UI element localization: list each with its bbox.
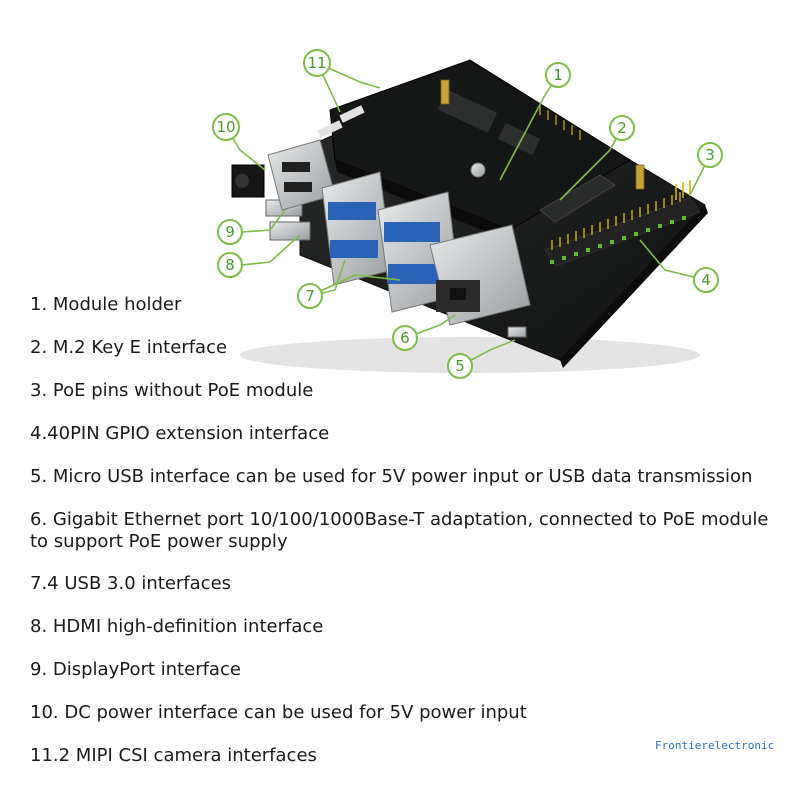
svg-text:7: 7 <box>305 287 315 305</box>
carrier-board-edge <box>560 205 708 368</box>
feature-item: 10. DC power interface can be used for 5… <box>30 702 527 723</box>
feature-item: 2. M.2 Key E interface <box>30 337 228 358</box>
feature-item: 8. HDMI high-definition interface <box>30 616 324 637</box>
feature-item: 1. Module holder <box>30 294 182 315</box>
svg-text:2: 2 <box>617 119 627 137</box>
callout-9: 9 <box>217 219 243 245</box>
callout-5: 5 <box>447 353 473 379</box>
svg-text:4: 4 <box>701 271 711 289</box>
svg-text:9: 9 <box>225 223 235 241</box>
feature-item: 3. PoE pins without PoE module <box>30 380 314 401</box>
callout-2: 2 <box>609 115 635 141</box>
callout-3: 3 <box>697 142 723 168</box>
feature-item: 6. Gigabit Ethernet port 10/100/1000Base… <box>30 509 769 552</box>
svg-text:6: 6 <box>400 329 410 347</box>
svg-text:5: 5 <box>455 357 465 375</box>
feature-item: 4.40PIN GPIO extension interface <box>30 423 330 444</box>
hdmi-connector <box>269 221 311 241</box>
csi-camera-connectors <box>317 105 365 138</box>
callout-6: 6 <box>392 325 418 351</box>
callout-markers: 1 2 3 4 5 6 7 8 <box>212 49 723 379</box>
mounting-screw <box>470 162 486 178</box>
leader-lines <box>225 62 711 367</box>
svg-text:10: 10 <box>216 118 235 136</box>
board-diagram: 1 2 3 4 5 6 7 8 <box>212 49 723 379</box>
gpio-header <box>544 192 701 267</box>
svg-text:11: 11 <box>307 54 326 72</box>
callout-7: 7 <box>297 283 323 309</box>
micro-usb-port <box>507 326 527 338</box>
feature-item: 7.4 USB 3.0 interfaces <box>30 573 232 594</box>
feature-item: 11.2 MIPI CSI camera interfaces <box>30 745 317 766</box>
watermark: Frontierelectronic <box>655 739 775 752</box>
board-shadow <box>240 337 700 373</box>
callout-4: 4 <box>693 267 719 293</box>
dc-power-jack <box>231 164 265 198</box>
m2-slot <box>539 174 616 223</box>
ethernet-port <box>429 224 531 326</box>
callout-10: 10 <box>212 113 240 141</box>
feature-item: 5. Micro USB interface can be used for 5… <box>30 466 753 487</box>
svg-text:3: 3 <box>705 146 715 164</box>
svg-text:8: 8 <box>225 256 235 274</box>
callout-8: 8 <box>217 252 243 278</box>
callout-1: 1 <box>545 62 571 88</box>
svg-text:1: 1 <box>553 66 563 84</box>
feature-item: 9. DisplayPort interface <box>30 659 241 680</box>
callout-11: 11 <box>303 49 331 77</box>
